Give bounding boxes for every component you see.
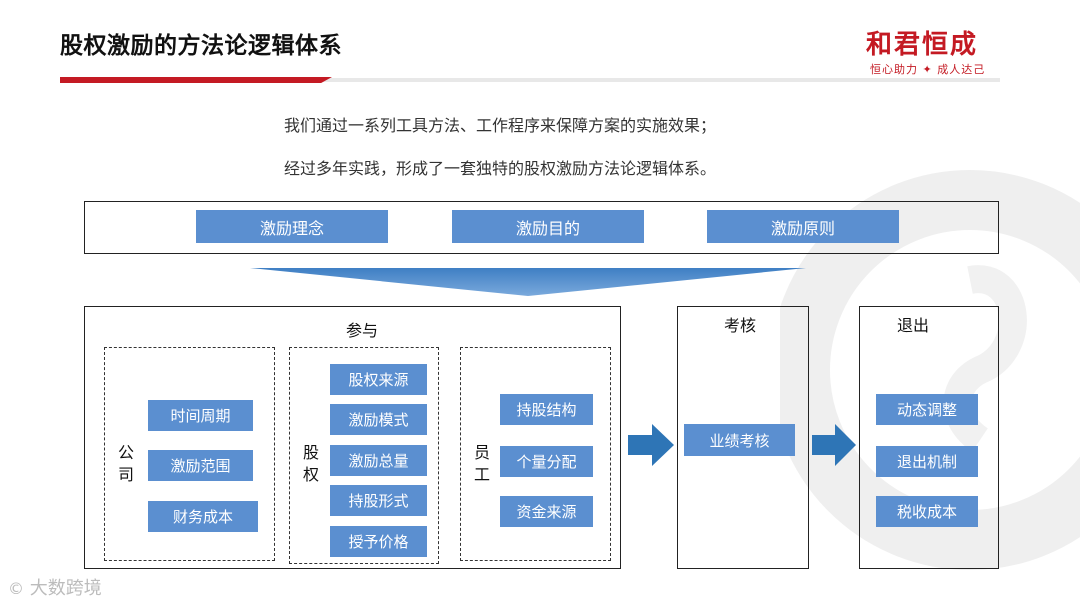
exit-box bbox=[859, 306, 999, 569]
brand-slogan: 恒心助力 ✦ 成人达己 bbox=[870, 63, 986, 76]
equity-item-holding-form: 持股形式 bbox=[330, 485, 427, 516]
exit-item-tax-cost: 税收成本 bbox=[876, 496, 978, 527]
watermark-text: © 大数跨境 bbox=[8, 574, 102, 600]
flow-arrow-right-2 bbox=[812, 424, 856, 466]
watermark-label: 大数跨境 bbox=[29, 578, 102, 599]
assess-box bbox=[677, 306, 809, 569]
intro-line-1: 我们通过一系列工具方法、工作程序来保障方案的实施效果； bbox=[283, 116, 716, 135]
title-divider-accent bbox=[60, 77, 332, 83]
watermark-logo-icon: © bbox=[8, 579, 24, 598]
assess-item-performance: 业绩考核 bbox=[684, 424, 795, 456]
brand-logo: 和君恒成 bbox=[866, 30, 979, 60]
down-wedge-arrow bbox=[250, 268, 806, 296]
company-item-scope: 激励范围 bbox=[148, 450, 253, 481]
participate-box bbox=[84, 306, 621, 569]
equity-item-grant-price: 授予价格 bbox=[330, 526, 427, 557]
participate-title: 参与 bbox=[346, 321, 379, 340]
company-item-financial-cost: 财务成本 bbox=[148, 501, 258, 532]
exit-title: 退出 bbox=[897, 316, 930, 335]
flow-arrow-right-1 bbox=[628, 424, 674, 466]
exit-item-exit-mechanism: 退出机制 bbox=[876, 446, 978, 477]
company-group bbox=[104, 347, 275, 561]
employee-group bbox=[460, 347, 611, 561]
equity-group bbox=[289, 347, 439, 564]
employee-item-fund-source: 资金来源 bbox=[500, 496, 593, 527]
company-item-period: 时间周期 bbox=[148, 400, 253, 431]
principle-concept-box: 激励理念 bbox=[196, 210, 388, 243]
equity-item-total: 激励总量 bbox=[330, 445, 427, 476]
principle-purpose-box: 激励目的 bbox=[452, 210, 644, 243]
page-title: 股权激励的方法论逻辑体系 bbox=[60, 33, 342, 59]
principle-rule-box: 激励原则 bbox=[707, 210, 899, 243]
company-label: 公司 bbox=[117, 443, 134, 484]
principles-box bbox=[84, 201, 999, 254]
title-divider bbox=[60, 78, 1000, 82]
exit-item-dynamic-adjust: 动态调整 bbox=[876, 394, 978, 425]
equity-label: 股权 bbox=[302, 443, 319, 484]
employee-item-structure: 持股结构 bbox=[500, 394, 593, 425]
equity-item-mode: 激励模式 bbox=[330, 404, 427, 435]
intro-line-2: 经过多年实践，形成了一套独特的股权激励方法论逻辑体系。 bbox=[283, 159, 716, 178]
employee-item-allocation: 个量分配 bbox=[500, 446, 593, 477]
employee-label: 员工 bbox=[473, 443, 490, 484]
assess-title: 考核 bbox=[724, 316, 757, 335]
equity-item-source: 股权来源 bbox=[330, 364, 427, 395]
